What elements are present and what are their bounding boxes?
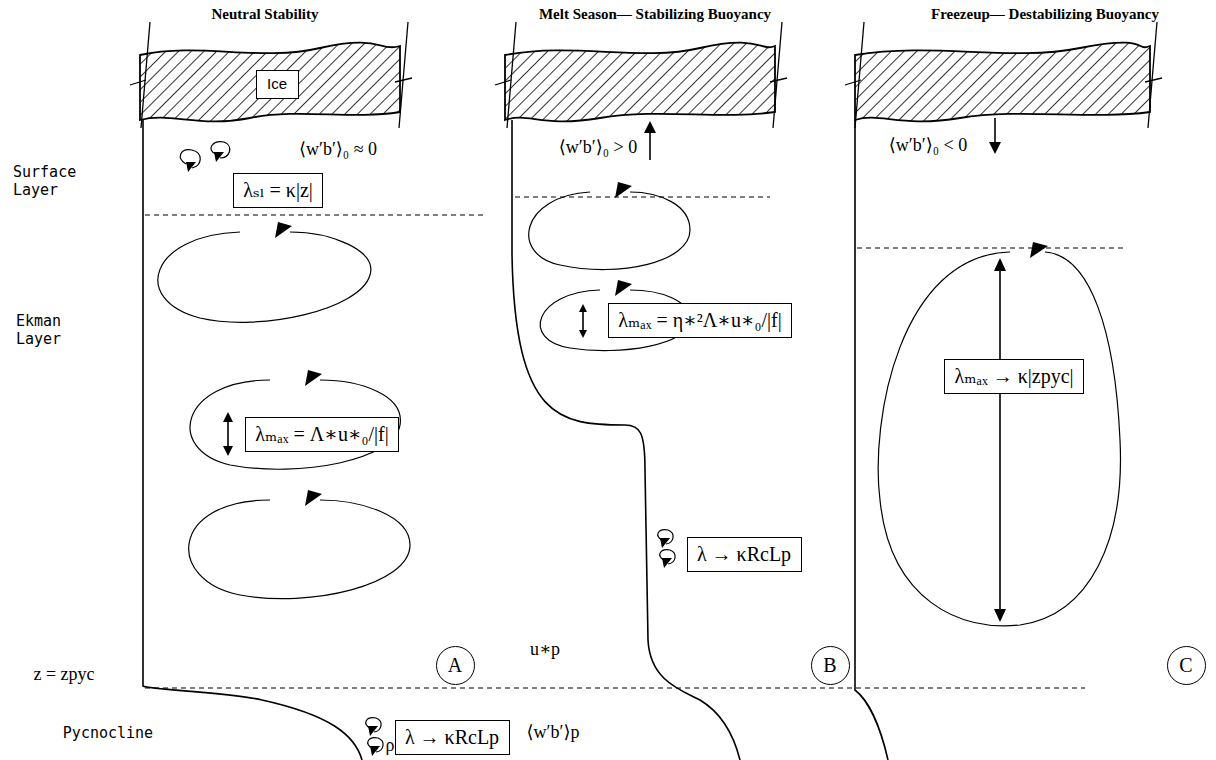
- layer-name: Pycnocline: [63, 724, 153, 742]
- box-text: Ice: [267, 75, 288, 94]
- box-text: C: [1179, 653, 1192, 678]
- length-scale-box: λₘₐₓ = η∗²Λ∗u∗₀/|f|: [608, 303, 792, 338]
- length-scale-box: λₘₐₓ → κ|zpyc|: [944, 359, 1084, 394]
- box-text: λ → κRcLp: [405, 725, 500, 750]
- flux-label: ⟨w′b′⟩₀ ≈ 0: [299, 139, 377, 161]
- depth-label: z = zpyc: [33, 664, 94, 686]
- panel-circle: C: [1167, 646, 1206, 685]
- panel-circle: B: [811, 646, 850, 685]
- length-scale-box: λₘₐₓ = Λ∗u∗₀/|f|: [245, 417, 399, 452]
- density-label: ρ: [386, 735, 395, 757]
- length-scale-box: λ → κRcLp: [395, 720, 510, 755]
- box-text: λₘₐₓ = η∗²Λ∗u∗₀/|f|: [618, 308, 782, 333]
- box-text: λₘₐₓ → κ|zpyc|: [954, 364, 1074, 389]
- box-text: λₘₐₓ = Λ∗u∗₀/|f|: [255, 422, 389, 447]
- box-text: λₛₗ = κ|z|: [243, 178, 313, 203]
- flux-label: ⟨w′b′⟩₀ < 0: [889, 135, 967, 157]
- layer-name: Ekman Layer: [16, 312, 94, 348]
- box-text: B: [823, 653, 836, 678]
- length-scale-box: λ → κRcLp: [687, 537, 802, 572]
- flux-label: ⟨w′b′⟩p: [527, 722, 580, 744]
- column-title: Melt Season— Stabilizing Buoyancy: [539, 5, 771, 23]
- ice-box: Ice: [256, 70, 299, 99]
- column-title: Neutral Stability: [211, 5, 318, 23]
- velocity-label: u∗p: [530, 639, 560, 661]
- box-text: λ → κRcLp: [697, 542, 792, 567]
- layer-name: Surface Layer: [13, 163, 91, 199]
- box-text: A: [448, 653, 462, 678]
- flux-label: ⟨w′b′⟩₀ > 0: [559, 137, 637, 159]
- panel-circle: A: [436, 646, 475, 685]
- column-title: Freezeup— Destabilizing Buoyancy: [931, 5, 1159, 23]
- length-scale-box: λₛₗ = κ|z|: [233, 173, 323, 208]
